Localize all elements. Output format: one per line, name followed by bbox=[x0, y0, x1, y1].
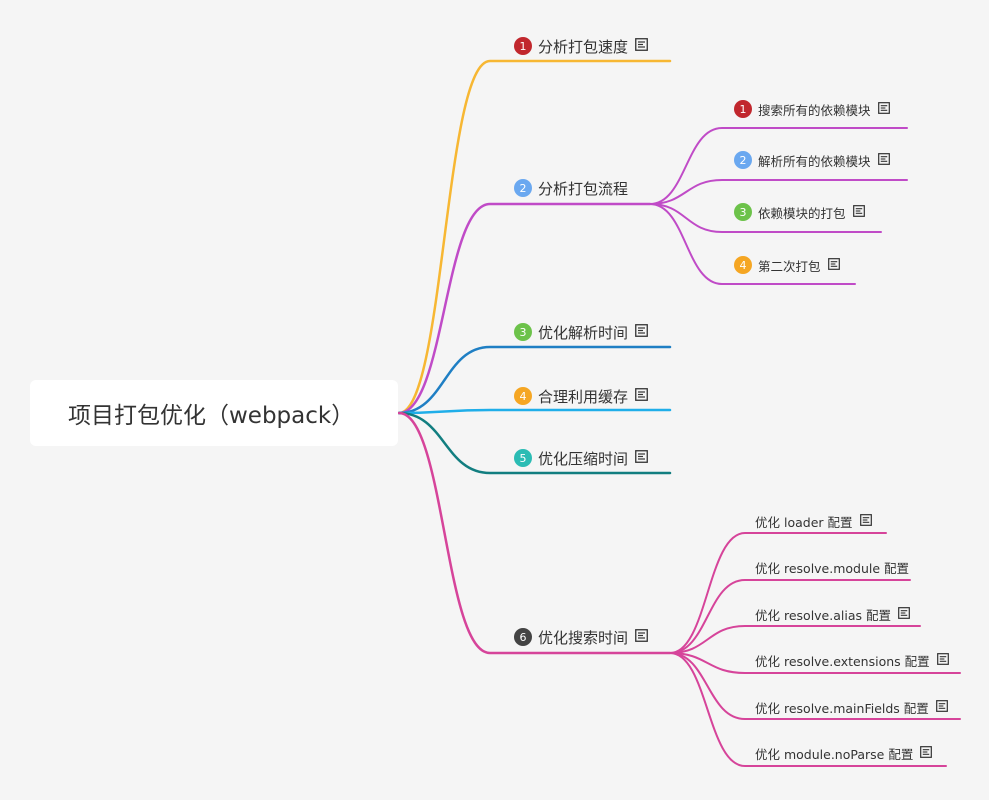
note-icon[interactable] bbox=[898, 606, 910, 622]
note-icon[interactable] bbox=[920, 745, 933, 761]
subbranch-line bbox=[649, 179, 908, 205]
priority-1-badge: 1 bbox=[734, 100, 752, 118]
subbranch-line bbox=[669, 652, 961, 674]
subtopic-resolve-module-config[interactable]: 优化 resolve.module 配置 bbox=[755, 558, 909, 576]
note-icon[interactable] bbox=[936, 652, 949, 668]
subtopic-search-deps[interactable]: 1 搜索所有的依赖模块 bbox=[734, 100, 890, 118]
subtopic-second-bundle[interactable]: 4 第二次打包 bbox=[734, 256, 840, 274]
subtopic-parse-deps[interactable]: 2 解析所有的依赖模块 bbox=[734, 151, 890, 169]
branch-line-2 bbox=[397, 202, 652, 415]
priority-5-badge: 5 bbox=[514, 449, 532, 467]
subtopic-label: 搜索所有的依赖模块 bbox=[758, 102, 871, 118]
topic-analyze-speed[interactable]: 1 分析打包速度 bbox=[514, 36, 648, 56]
topic-use-cache[interactable]: 4 合理利用缓存 bbox=[514, 386, 648, 406]
subtopic-label: 依赖模块的打包 bbox=[758, 205, 846, 221]
topic-label: 分析打包速度 bbox=[538, 37, 629, 56]
branch-line-3 bbox=[397, 345, 672, 415]
subtopic-label: 优化 module.noParse 配置 bbox=[755, 746, 914, 762]
note-icon[interactable] bbox=[635, 387, 648, 405]
note-icon[interactable] bbox=[877, 101, 890, 117]
subbranch-line bbox=[669, 625, 921, 654]
topic-label: 优化压缩时间 bbox=[538, 449, 629, 468]
subtopic-label: 优化 resolve.module 配置 bbox=[755, 560, 910, 576]
note-icon[interactable] bbox=[935, 699, 948, 715]
subbranch-line bbox=[669, 532, 887, 654]
subbranch-line bbox=[669, 652, 961, 720]
branch-line-6 bbox=[397, 411, 672, 655]
topic-label: 优化解析时间 bbox=[538, 323, 629, 342]
note-icon[interactable] bbox=[635, 37, 648, 55]
branch-line-5 bbox=[397, 411, 672, 475]
subbranch-line bbox=[649, 203, 856, 285]
note-icon[interactable] bbox=[827, 257, 840, 273]
branch-line-4 bbox=[397, 408, 672, 415]
subtopic-label: 优化 resolve.mainFields 配置 bbox=[755, 700, 929, 716]
note-icon[interactable] bbox=[859, 513, 872, 529]
note-icon[interactable] bbox=[635, 628, 648, 646]
subtopic-module-noparse-config[interactable]: 优化 module.noParse 配置 bbox=[755, 744, 933, 762]
subtopic-label: 优化 resolve.alias 配置 bbox=[755, 607, 891, 623]
subtopic-label: 优化 resolve.extensions 配置 bbox=[755, 653, 930, 669]
root-topic-label: 项目打包优化（webpack） bbox=[68, 403, 355, 429]
subtopic-resolve-mainfields-config[interactable]: 优化 resolve.mainFields 配置 bbox=[755, 698, 948, 716]
topic-label: 分析打包流程 bbox=[538, 179, 629, 198]
topic-optimize-compress-time[interactable]: 5 优化压缩时间 bbox=[514, 448, 648, 468]
note-icon[interactable] bbox=[635, 323, 648, 341]
subtopic-resolve-extensions-config[interactable]: 优化 resolve.extensions 配置 bbox=[755, 651, 949, 669]
subbranch-line bbox=[669, 652, 947, 767]
root-topic[interactable]: 项目打包优化（webpack） bbox=[30, 380, 398, 446]
priority-4-badge: 4 bbox=[734, 256, 752, 274]
subbranch-line bbox=[649, 203, 882, 233]
note-icon[interactable] bbox=[635, 449, 648, 467]
subtopic-label: 第二次打包 bbox=[758, 258, 821, 274]
priority-1-badge: 1 bbox=[514, 37, 532, 55]
topic-label: 优化搜索时间 bbox=[538, 628, 629, 647]
subbranch-line bbox=[669, 579, 911, 654]
note-icon[interactable] bbox=[852, 204, 865, 220]
priority-6-badge: 6 bbox=[514, 628, 532, 646]
priority-2-badge: 2 bbox=[734, 151, 752, 169]
topic-label: 合理利用缓存 bbox=[538, 387, 629, 406]
priority-3-badge: 3 bbox=[514, 323, 532, 341]
topic-optimize-search-time[interactable]: 6 优化搜索时间 bbox=[514, 627, 648, 647]
topic-optimize-parse-time[interactable]: 3 优化解析时间 bbox=[514, 322, 648, 342]
note-icon[interactable] bbox=[877, 152, 890, 168]
subtopic-resolve-alias-config[interactable]: 优化 resolve.alias 配置 bbox=[755, 605, 910, 623]
subtopic-label: 解析所有的依赖模块 bbox=[758, 153, 871, 169]
priority-2-badge: 2 bbox=[514, 179, 532, 197]
subbranch-line bbox=[649, 127, 908, 205]
subtopic-bundle-deps[interactable]: 3 依赖模块的打包 bbox=[734, 203, 865, 221]
priority-3-badge: 3 bbox=[734, 203, 752, 221]
branch-line-1 bbox=[397, 59, 672, 415]
subtopic-label: 优化 loader 配置 bbox=[755, 514, 853, 530]
topic-analyze-flow[interactable]: 2 分析打包流程 bbox=[514, 178, 628, 198]
priority-4-badge: 4 bbox=[514, 387, 532, 405]
subtopic-loader-config[interactable]: 优化 loader 配置 bbox=[755, 512, 872, 530]
